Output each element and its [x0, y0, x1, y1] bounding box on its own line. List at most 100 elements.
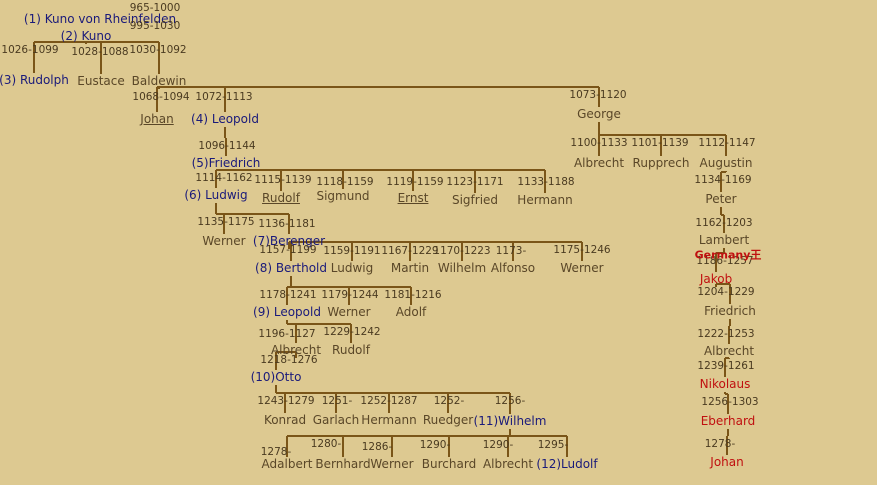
birth-death-years: 1072-1113 [195, 90, 253, 103]
birth-death-years: 1134-1169 [694, 173, 752, 186]
birth-death-years: 1133-1188 [517, 175, 575, 188]
person-name: Johan [710, 455, 744, 469]
person-name: (8) Berthold [255, 261, 327, 275]
birth-death-years: 1123-1171 [446, 175, 504, 188]
birth-death-years: 995-1030 [129, 19, 181, 32]
birth-death-years: 1179-1244 [321, 288, 379, 301]
person-name: Ernst [397, 191, 429, 205]
person-name: Hermann [517, 193, 573, 207]
birth-death-years: 1280- [310, 437, 342, 450]
birth-death-years: 1286- [361, 440, 393, 453]
person-name: Ruedger [422, 413, 474, 427]
birth-death-years: 1251- [321, 394, 353, 407]
person-name: Martin [390, 261, 430, 275]
person-name: (11)Wilhelm [473, 414, 547, 428]
person-name: Nikolaus [699, 377, 751, 391]
birth-death-years: 1167-1229 [381, 244, 439, 257]
person-name: Albrecht [270, 343, 322, 357]
person-name: Johan [140, 112, 174, 126]
person-name: Albrecht [482, 457, 534, 471]
birth-death-years: 1068-1094 [132, 90, 190, 103]
birth-death-years: 1157-1199 [259, 243, 317, 256]
birth-death-years: 1204-1229 [697, 285, 755, 298]
person-name: George [577, 107, 621, 121]
birth-death-years: 1295- [537, 438, 569, 451]
person-name: (2) Kuno [60, 29, 112, 43]
birth-death-years: 1222-1253 [697, 327, 755, 340]
person-name: Adalbert [261, 457, 313, 471]
person-name: Rupprech [632, 156, 690, 170]
person-name: Augustin [699, 156, 753, 170]
person-name: Lambert [698, 233, 750, 247]
person-name: (9) Leopold [253, 305, 321, 319]
person-name: Sigmund [316, 189, 370, 203]
birth-death-years: 965-1000 [129, 1, 181, 14]
birth-death-years: 1096-1144 [198, 139, 256, 152]
birth-death-years: 1196-1127 [258, 327, 316, 340]
person-name: Adolf [395, 305, 427, 319]
person-name: Sigfried [451, 193, 499, 207]
person-name: Albrecht [703, 344, 755, 358]
birth-death-years: 1119-1159 [386, 175, 444, 188]
birth-death-years: 1112-1147 [698, 136, 756, 149]
person-name: Werner [327, 305, 371, 319]
birth-death-years: 1178-1241 [259, 288, 317, 301]
person-name: Alfonso [490, 261, 536, 275]
title-annotation: Germany王 [694, 248, 762, 262]
person-name: Baldewin [131, 74, 187, 88]
person-name: Friedrich [704, 304, 756, 318]
person-name: (3) Rudolph [0, 73, 69, 87]
birth-death-years: 1101-1139 [631, 136, 689, 149]
person-name: Peter [705, 192, 737, 206]
birth-death-years: 1175-1246 [553, 243, 611, 256]
birth-death-years: 1181-1216 [384, 288, 442, 301]
birth-death-years: 1028-1088 [71, 45, 129, 58]
person-name: Rudolf [332, 343, 370, 357]
person-name: Bernhard [315, 457, 371, 471]
person-name: Jakob [699, 272, 733, 286]
birth-death-years: 1030-1092 [129, 43, 187, 56]
birth-death-years: 1073-1120 [569, 88, 627, 101]
person-name: Albrecht [573, 156, 625, 170]
birth-death-years: 1100-1133 [570, 136, 628, 149]
birth-death-years: 1170-1223 [433, 244, 491, 257]
birth-death-years: 1115-1139 [254, 173, 312, 186]
person-name: Hermann [361, 413, 417, 427]
person-name: Ludwig [330, 261, 374, 275]
person-name: (1) Kuno von Rheinfelden [23, 12, 177, 26]
person-name: (12)Ludolf [536, 457, 598, 471]
birth-death-years: 1290- [419, 438, 451, 451]
birth-death-years: 1173- [495, 244, 527, 257]
person-name: (7)Berenger [252, 234, 326, 248]
birth-death-years: 1229-1242 [323, 325, 381, 338]
birth-death-years: 1026-1099 [1, 43, 59, 56]
person-name: (6) Ludwig [184, 188, 248, 202]
person-name: Werner [202, 234, 246, 248]
person-name: Eberhard [700, 414, 756, 428]
person-name: (4) Leopold [191, 112, 259, 126]
birth-death-years: 1186-1257 [696, 254, 754, 267]
birth-death-years: 1290- [482, 438, 514, 451]
person-name: Eustace [77, 74, 125, 88]
person-name: (10)Otto [250, 370, 302, 384]
person-name: Werner [370, 457, 414, 471]
birth-death-years: 1252-1287 [360, 394, 418, 407]
birth-death-years: 1239-1261 [697, 359, 755, 372]
person-name: Werner [560, 261, 604, 275]
birth-death-years: 1136-1181 [258, 217, 316, 230]
birth-death-years: 1114-1162 [195, 171, 253, 184]
person-name: Konrad [263, 413, 307, 427]
person-name: (5)Friedrich [191, 156, 261, 170]
person-name: Wilhelm [437, 261, 487, 275]
person-name: Rudolf [262, 191, 300, 205]
birth-death-years: 1243-1279 [257, 394, 315, 407]
birth-death-years: 1278- [704, 437, 736, 450]
birth-death-years: 1162-1203 [695, 216, 753, 229]
birth-death-years: 1252- [433, 394, 465, 407]
person-name: Garlach [312, 413, 360, 427]
birth-death-years: 1135-1175 [197, 215, 255, 228]
birth-death-years: 1278- [260, 445, 292, 458]
birth-death-years: 1256- [494, 394, 526, 407]
